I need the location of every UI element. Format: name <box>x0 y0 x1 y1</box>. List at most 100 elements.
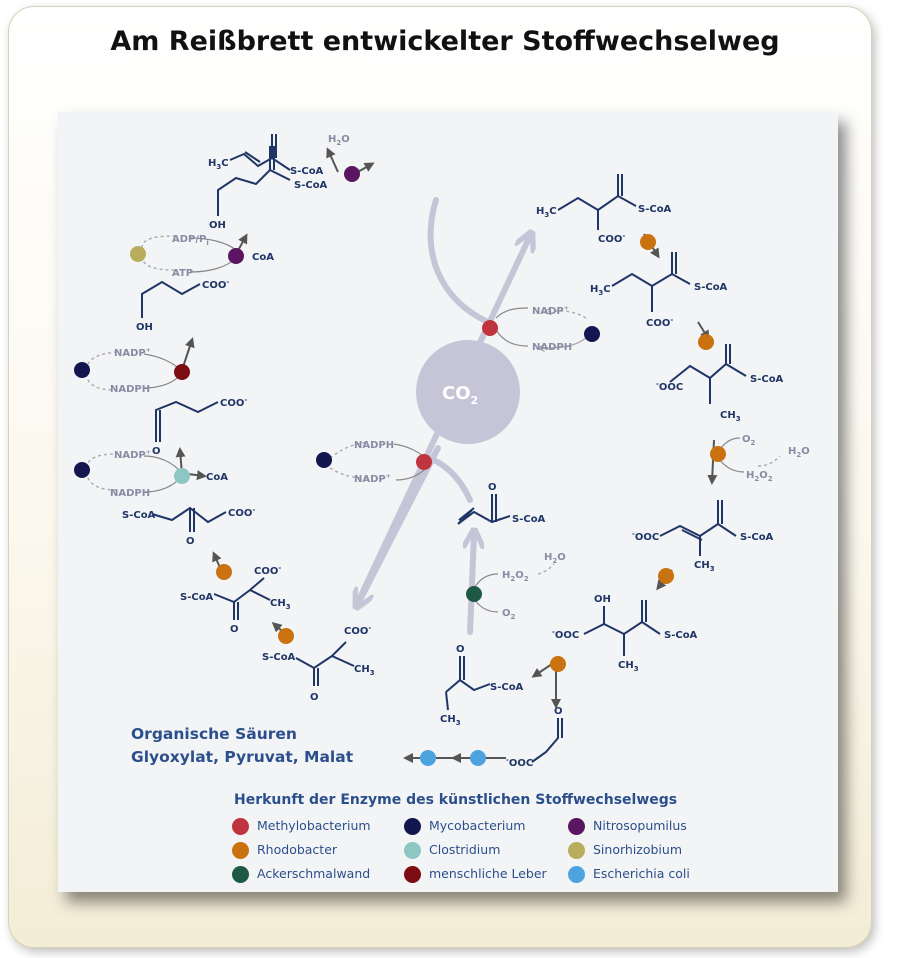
svg-text:COO-: COO- <box>254 564 281 577</box>
svg-text:S-CoA: S-CoA <box>638 204 672 215</box>
svg-text:S-CoA: S-CoA <box>180 592 214 603</box>
svg-text:COO-: COO- <box>202 278 229 291</box>
svg-text:CO2: CO2 <box>442 383 478 407</box>
legend-label: Mycobacterium <box>429 818 526 833</box>
legend-item: Methylobacterium <box>232 818 371 835</box>
svg-text:-OOC: -OOC <box>506 756 533 769</box>
svg-text:O: O <box>488 482 497 493</box>
svg-text:NADPH: NADPH <box>532 342 572 353</box>
svg-text:S-CoA: S-CoA <box>694 282 728 293</box>
legend-swatch <box>568 818 585 835</box>
enzyme-dots <box>74 166 726 766</box>
svg-text:O: O <box>310 692 319 703</box>
svg-text:COO-: COO- <box>646 316 673 329</box>
legend-item: Nitrosopumilus <box>568 818 687 835</box>
legend-label: Clostridium <box>429 842 501 857</box>
svg-text:NADPH: NADPH <box>110 488 150 499</box>
legend-swatch <box>568 866 585 883</box>
svg-text:H2O: H2O <box>788 446 810 459</box>
svg-text:CH3: CH3 <box>720 410 741 423</box>
svg-text:S-CoA: S-CoA <box>294 180 328 191</box>
legend-swatch <box>568 842 585 859</box>
svg-text:OH: OH <box>136 322 153 333</box>
svg-text:COO-: COO- <box>228 506 255 519</box>
svg-text:O: O <box>554 706 563 717</box>
legend-item: Clostridium <box>404 842 500 859</box>
svg-text:NADPH: NADPH <box>110 384 150 395</box>
legend-swatch <box>232 842 249 859</box>
svg-text:NADP+: NADP+ <box>114 449 151 461</box>
svg-text:COO-: COO- <box>598 232 625 245</box>
legend-label: Rhodobacter <box>257 842 338 857</box>
legend-swatch <box>404 818 421 835</box>
svg-text:O: O <box>152 446 161 457</box>
legend-item: Mycobacterium <box>404 818 525 835</box>
svg-text:H3C: H3C <box>590 284 611 297</box>
svg-text:-OOC: -OOC <box>656 380 683 393</box>
legend-label: Methylobacterium <box>257 818 371 833</box>
legend-item: Rhodobacter <box>232 842 337 859</box>
svg-text:-OOC: -OOC <box>632 530 659 543</box>
svg-text:OH: OH <box>594 594 611 605</box>
legend-title: Herkunft der Enzyme des künstlichen Stof… <box>234 792 678 808</box>
svg-text:H2O: H2O <box>544 552 566 565</box>
svg-text:OH: OH <box>209 220 226 231</box>
svg-text:S-CoA: S-CoA <box>664 630 698 641</box>
svg-text:COO-: COO- <box>220 396 247 409</box>
svg-text:O: O <box>230 624 239 635</box>
svg-text:O2: O2 <box>742 434 756 447</box>
svg-text:-OOC: -OOC <box>552 628 579 641</box>
svg-text:CH3: CH3 <box>440 714 461 727</box>
legend-label: Ackerschmalwand <box>257 866 371 881</box>
svg-text:H2O: H2O <box>328 134 350 147</box>
svg-text:O: O <box>456 644 465 655</box>
coa-label-left: CoA <box>206 472 228 483</box>
svg-text:CH3: CH3 <box>694 560 715 573</box>
molecule-bonds <box>141 134 747 763</box>
legend-swatch <box>404 842 421 859</box>
svg-text:S-CoA: S-CoA <box>750 374 784 385</box>
legend-item: Ackerschmalwand <box>232 866 370 883</box>
svg-text:COO-: COO- <box>344 624 371 637</box>
products-heading: Organische Säuren <box>131 725 297 743</box>
svg-text:S-CoA: S-CoA <box>262 652 296 663</box>
svg-text:H2O2: H2O2 <box>746 470 773 483</box>
svg-text:O2: O2 <box>502 608 516 621</box>
legend-label: Escherichia coli <box>593 866 690 881</box>
svg-text:ATP: ATP <box>172 268 193 279</box>
svg-text:NADPH: NADPH <box>354 440 394 451</box>
svg-text:S-CoA: S-CoA <box>290 166 324 177</box>
svg-text:S-CoA: S-CoA <box>512 514 546 525</box>
svg-text:S-CoA: S-CoA <box>122 510 156 521</box>
legend-item: Sinorhizobium <box>568 842 682 859</box>
co2-node: CO2 <box>416 340 520 444</box>
legend-label: Sinorhizobium <box>593 842 683 857</box>
svg-text:NADP+: NADP+ <box>532 305 569 317</box>
products-list: Glyoxylat, Pyruvat, Malat <box>131 748 354 766</box>
legend-swatch <box>404 866 421 883</box>
svg-text:H3C: H3C <box>536 206 557 219</box>
molecule-labels: H3C S-CoA OH S-CoA H3C S-CoA COO- H3C S-… <box>122 158 784 769</box>
svg-text:H2O2: H2O2 <box>502 570 529 583</box>
svg-text:CH3: CH3 <box>618 660 639 673</box>
svg-text:H3C: H3C <box>208 158 229 171</box>
legend-swatch <box>232 818 249 835</box>
legend-item: menschliche Leber <box>404 866 547 883</box>
page-title: Am Reißbrett entwickelter Stoffwechselwe… <box>110 26 780 57</box>
cofactor-labels: NADP+ NADPH NADPH NADP+ NADP+ NADPH NADP… <box>110 134 810 621</box>
legend-label: Nitrosopumilus <box>593 818 687 833</box>
legend-label: menschliche Leber <box>429 866 547 881</box>
svg-text:CH3: CH3 <box>354 664 375 677</box>
coa-label-top: CoA <box>252 252 274 263</box>
svg-text:S-CoA: S-CoA <box>490 682 524 693</box>
svg-text:S-CoA: S-CoA <box>740 532 774 543</box>
svg-text:O: O <box>186 536 195 547</box>
pathway-panel: CO2 H3C S-CoA OH S-CoA H3 <box>58 112 838 892</box>
pathway-diagram: CO2 H3C S-CoA OH S-CoA H3 <box>74 134 810 769</box>
legend-swatch <box>232 866 249 883</box>
svg-text:NADP+: NADP+ <box>354 473 391 485</box>
svg-text:ADP/Pi: ADP/Pi <box>172 234 209 247</box>
svg-text:CH3: CH3 <box>270 598 291 611</box>
legend-item: Escherichia coli <box>568 866 690 883</box>
svg-text:NADP+: NADP+ <box>114 347 151 359</box>
